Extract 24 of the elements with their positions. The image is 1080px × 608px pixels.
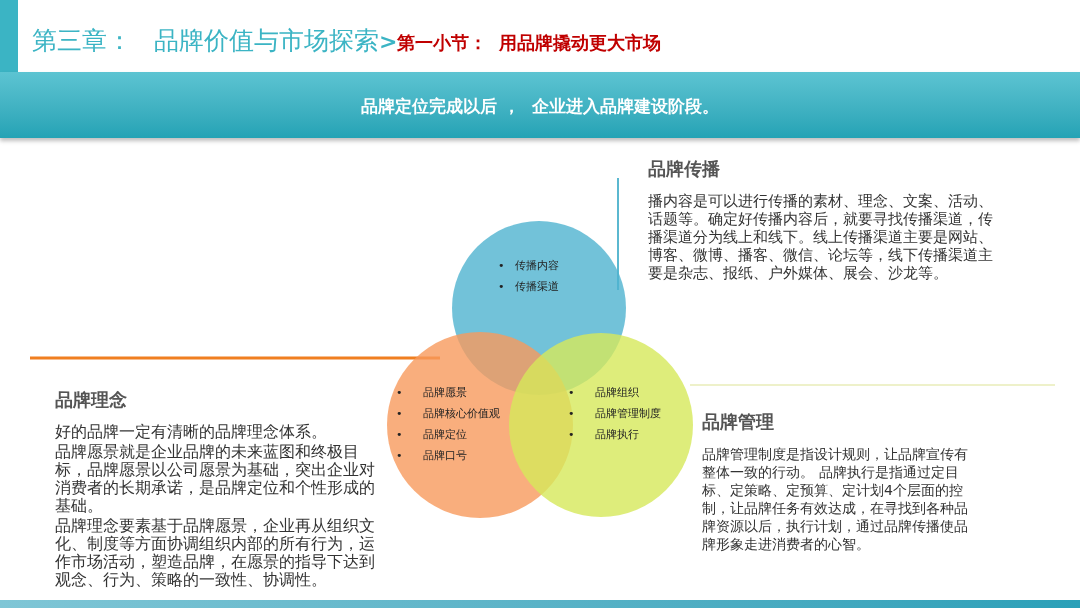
chapter-label: 第三章： (32, 25, 132, 57)
bullet-item: • 传播内容 (498, 258, 559, 274)
chapter-title: 品牌价值与市场探索 (154, 25, 379, 57)
block-heading: 品牌理念 (55, 388, 128, 412)
body-paragraph: 品牌理念要素基于品牌愿景，企业再从组织文化、制度等方面协调组织内部的所有行为，运作市场活动，塑造品牌，在愿景的指导下达到观念、行为、策略的一致性、协调性。 (55, 517, 376, 589)
banner-text: 品牌定位完成以后 ， 企业进入品牌建设阶段。 (360, 95, 720, 118)
body-paragraph: 播内容是可以进行传播的素材、理念、文案、活动、话题等。确定好传播内容后，就要寻找传播渠道，传播渠道分为线上和线下。线上传播渠道主要是网站、博客、微博、播客、微信、论坛等，线下传播渠道主要是杂志、报纸、户外媒体、展会、沙龙等。 (648, 192, 994, 282)
bullet-item: • 品牌管理制度 (568, 406, 662, 422)
bullet-item: • 品牌愿景 (396, 385, 468, 401)
body-paragraph: 好的品牌一定有清晰的品牌理念体系。 (55, 423, 328, 441)
bullet-item: • 品牌组织 (568, 385, 640, 401)
body-paragraph: 品牌愿景就是企业品牌的未来蓝图和终极目标，品牌愿景以公司愿景为基础，突出企业对消费者的长期承诺，是品牌定位和个性形成的基础。 (55, 443, 376, 515)
venn-circle (509, 333, 693, 517)
section-title: 用品牌撬动更大市场 (499, 31, 662, 55)
bullet-item: • 传播渠道 (498, 279, 559, 295)
block-heading: 品牌传播 (648, 157, 721, 181)
bullet-item: • 品牌核心价值观 (396, 406, 501, 422)
bullet-item: • 品牌执行 (568, 427, 640, 443)
section-label: 第一小节： (397, 31, 488, 55)
body-paragraph: 品牌管理制度是指设计规则，让品牌宣传有整体一致的行动。 品牌执行是指通过定目标、定策略、定预算、定计划4个层面的控制，让品牌任务有效达成，在寻找到各种品牌资源以后，执行计划，通过品牌传播使品牌形象走进消费者的心智。 (702, 445, 969, 553)
separator-glyph: > (379, 28, 398, 56)
block-heading: 品牌管理 (702, 410, 775, 434)
bullet-item: • 品牌定位 (396, 427, 468, 443)
bullet-item: • 品牌口号 (396, 448, 468, 464)
